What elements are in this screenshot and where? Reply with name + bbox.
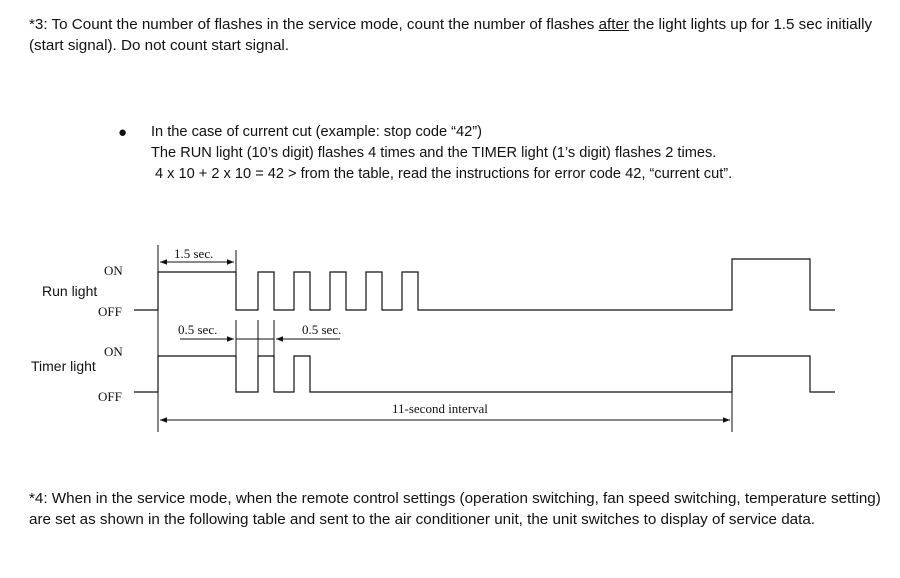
note-4-paragraph: *4: When in the service mode, when the r… (29, 490, 881, 528)
run-light-label: Run light (42, 283, 97, 299)
start-duration-label: 1.5 sec. (174, 246, 213, 261)
timer-off-label: OFF (98, 389, 122, 404)
timer-light-waveform (134, 355, 835, 393)
note-3-paragraph: *3: To Count the number of flashes in th… (29, 14, 879, 56)
pulse-duration-label: 0.5 sec. (302, 322, 341, 337)
timer-light-label: Timer light (31, 358, 96, 374)
run-off-label: OFF (98, 304, 122, 319)
bullet-line-3: 4 x 10 + 2 x 10 = 42 > from the table, r… (155, 166, 733, 182)
bullet-line-1: In the case of current cut (example: sto… (151, 124, 482, 140)
note-3-suffix: the light lights up for 1.5 sec initiall… (29, 16, 873, 54)
bullet-text: In the case of current cut (example: sto… (151, 122, 871, 185)
interval-label: 11-second interval (392, 401, 488, 416)
timer-on-label: ON (104, 344, 123, 359)
gap-duration-label: 0.5 sec. (178, 322, 217, 337)
bullet-line-2: The RUN light (10’s digit) flashes 4 tim… (151, 145, 717, 161)
bullet-dot-icon: ● (118, 124, 128, 141)
note-3-prefix: *3: To Count the number of flashes in th… (29, 16, 599, 33)
note-3-underlined-word: after (598, 16, 629, 33)
run-light-waveform (134, 258, 835, 311)
run-on-label: ON (104, 263, 123, 278)
